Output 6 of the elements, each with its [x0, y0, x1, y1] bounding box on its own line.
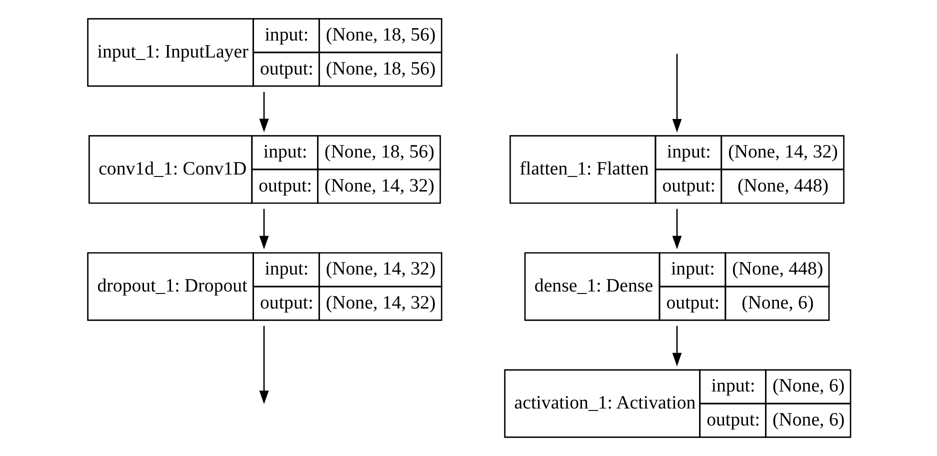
arrow	[672, 54, 682, 132]
arrow	[259, 326, 269, 404]
arrow	[259, 92, 269, 132]
arrow	[672, 208, 682, 250]
arrow	[259, 208, 269, 250]
arrow	[672, 326, 682, 366]
